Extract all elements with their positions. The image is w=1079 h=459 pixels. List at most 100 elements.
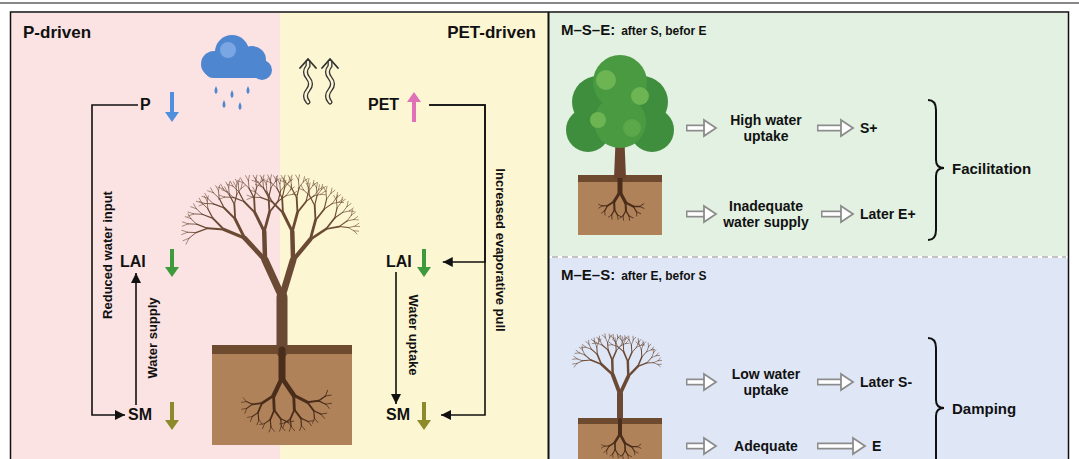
- bare-tree: [299, 182, 303, 188]
- tree-roots: [271, 427, 275, 431]
- bare-tree: [613, 334, 614, 338]
- tree-roots: [269, 427, 271, 432]
- text-node: Adequate: [720, 437, 812, 455]
- bare-tree: [604, 334, 605, 338]
- tree-roots: [252, 412, 258, 416]
- tree-roots: [257, 412, 259, 419]
- connector: [821, 206, 853, 222]
- node-label: Facilitation: [950, 159, 1033, 178]
- bare-tree: [279, 184, 281, 192]
- connector: [817, 374, 853, 390]
- bare-tree: [282, 260, 293, 297]
- node-label: PET: [366, 95, 401, 115]
- text-node: SM: [126, 405, 154, 425]
- bare-tree: [247, 195, 253, 197]
- text-node: E: [870, 437, 883, 455]
- tree-roots: [610, 454, 613, 456]
- tree-roots: [257, 420, 259, 425]
- text-node: LAI: [384, 252, 442, 272]
- heat-waves: [300, 59, 316, 68]
- text-node: P: [138, 95, 153, 115]
- soil-block: [578, 418, 662, 459]
- panel-heading: M–E–S:: [561, 266, 615, 283]
- bare-tree: [281, 198, 284, 213]
- text-node: Later S-: [858, 373, 914, 391]
- bare-tree: [628, 336, 629, 340]
- heat-waves: [328, 62, 333, 102]
- rain-cloud: [205, 62, 267, 78]
- bare-tree: [337, 202, 341, 208]
- bare-tree: [255, 192, 261, 198]
- tree-roots: [626, 211, 629, 216]
- bare-tree: [608, 350, 612, 360]
- bare-tree: [238, 184, 240, 192]
- bare-tree: [296, 198, 299, 213]
- bare-tree: [323, 187, 326, 192]
- tree-roots: [617, 215, 618, 219]
- bare-tree: [326, 186, 327, 191]
- bare-tree: [316, 188, 318, 196]
- tree-roots: [274, 378, 282, 396]
- bare-tree: [310, 229, 326, 239]
- bare-tree: [348, 226, 355, 227]
- bare-tree: [654, 363, 658, 365]
- bare-tree: [255, 177, 258, 182]
- connector: [429, 105, 485, 415]
- bare-tree: [213, 193, 219, 199]
- tree-roots: [292, 395, 296, 409]
- bare-tree: [286, 194, 293, 195]
- node-label: Damping: [950, 399, 1018, 418]
- bare-tree: [188, 212, 194, 214]
- bare-tree: [626, 343, 629, 344]
- bare-tree: [276, 181, 278, 189]
- bare-tree: [239, 192, 244, 202]
- bare-tree: [600, 340, 602, 345]
- bare-tree: [219, 198, 224, 208]
- tree-roots: [640, 206, 644, 208]
- bare-tree: [205, 203, 214, 204]
- tree-roots: [618, 454, 622, 456]
- tree-roots: [608, 215, 611, 217]
- tree-roots: [270, 410, 274, 419]
- bare-tree: [354, 217, 358, 220]
- bare-tree: [238, 179, 239, 184]
- bare-tree: [347, 204, 351, 207]
- connector: [136, 273, 137, 405]
- tree-roots: [247, 404, 253, 408]
- bare-tree: [618, 347, 624, 352]
- bare-tree: [623, 339, 625, 344]
- tree-roots: [623, 211, 626, 216]
- tree-roots: [612, 210, 615, 215]
- tree-roots: [247, 416, 252, 418]
- bare-tree: [290, 180, 292, 188]
- tree-roots: [291, 426, 295, 430]
- bare-tree: [304, 190, 310, 196]
- bare-tree: [638, 341, 639, 345]
- tree-roots: [319, 396, 326, 401]
- bare-tree: [628, 352, 632, 361]
- node-label: SM: [384, 405, 412, 425]
- bare-tree: [585, 355, 591, 360]
- panel-band: P-drivenPLAISM: [11, 13, 280, 459]
- bare-tree: [335, 212, 343, 218]
- trend-arrow: [417, 249, 431, 277]
- bare-tree: [597, 342, 599, 347]
- bare-tree: [339, 227, 348, 228]
- bare-tree: [261, 186, 267, 192]
- bare-tree: [628, 366, 638, 376]
- bare-tree: [638, 363, 647, 366]
- node-label: SM: [126, 405, 154, 425]
- tree-roots: [602, 205, 607, 206]
- text-node: Later E+: [858, 205, 918, 223]
- bare-tree: [588, 340, 589, 344]
- bare-tree: [267, 192, 272, 202]
- frame-line: [548, 12, 550, 459]
- bare-tree: [191, 219, 197, 225]
- tree-roots: [243, 398, 246, 402]
- text-node: Inadequate water supply: [716, 197, 816, 231]
- tree-roots: [629, 216, 630, 220]
- bare-tree: [227, 192, 233, 198]
- tree-roots: [279, 350, 286, 378]
- bare-tree: [314, 183, 317, 188]
